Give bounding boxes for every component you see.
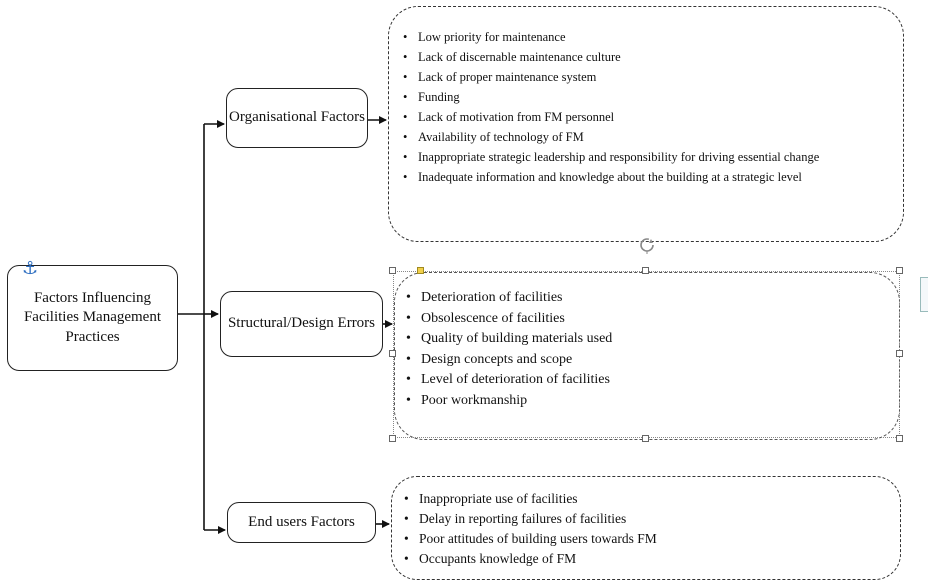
organisational-factors-box[interactable]: Organisational Factors — [226, 88, 368, 148]
list-item: Lack of motivation from FM personnel — [403, 107, 873, 127]
list-item: Quality of building materials used — [406, 329, 876, 350]
list-item: Occupants knowledge of FM — [404, 549, 884, 569]
list-item: Level of deterioration of facilities — [406, 370, 876, 391]
main-factors-label: Factors Influencing Facilities Managemen… — [23, 289, 162, 345]
structural-design-errors-list: Deterioration of facilities Obsolescence… — [406, 288, 876, 412]
structural-design-errors-box[interactable]: Structural/Design Errors — [220, 291, 383, 357]
resize-handle-top-right[interactable] — [896, 267, 903, 274]
list-item: Availability of technology of FM — [403, 127, 873, 147]
list-item: Funding — [403, 87, 873, 107]
adjust-handle[interactable] — [417, 267, 424, 274]
list-item: Design concepts and scope — [406, 350, 876, 371]
list-item: Lack of proper maintenance system — [403, 67, 873, 87]
resize-handle-bottom-left[interactable] — [389, 435, 396, 442]
organisational-factors-label: Organisational Factors — [229, 109, 365, 126]
list-item: Inadequate information and knowledge abo… — [403, 167, 873, 187]
end-users-factors-box[interactable]: End users Factors — [227, 502, 376, 543]
list-item: Poor attitudes of building users towards… — [404, 529, 884, 549]
anchor-icon[interactable]: ⚓ — [22, 258, 39, 279]
list-item: Lack of discernable maintenance culture — [403, 47, 873, 67]
list-item: Obsolescence of facilities — [406, 309, 876, 330]
organisational-factors-list: Low priority for maintenance Lack of dis… — [403, 27, 873, 187]
list-item: Inappropriate use of facilities — [404, 489, 884, 509]
end-users-factors-list: Inappropriate use of facilities Delay in… — [404, 489, 884, 569]
organisational-factors-list-box[interactable]: Low priority for maintenance Lack of dis… — [388, 6, 904, 242]
resize-handle-top[interactable] — [642, 267, 649, 274]
list-item: Poor workmanship — [406, 391, 876, 412]
resize-handle-left[interactable] — [389, 350, 396, 357]
resize-handle-right[interactable] — [896, 350, 903, 357]
list-item: Low priority for maintenance — [403, 27, 873, 47]
resize-handle-bottom-right[interactable] — [896, 435, 903, 442]
resize-handle-top-left[interactable] — [389, 267, 396, 274]
rotate-handle-icon[interactable] — [638, 236, 656, 254]
end-users-factors-list-box[interactable]: Inappropriate use of facilities Delay in… — [391, 476, 901, 580]
list-item: Delay in reporting failures of facilitie… — [404, 509, 884, 529]
end-users-factors-label: End users Factors — [248, 513, 355, 530]
list-item: Inappropriate strategic leadership and r… — [403, 147, 873, 167]
list-item: Deterioration of facilities — [406, 288, 876, 309]
resize-handle-bottom[interactable] — [642, 435, 649, 442]
layout-options-icon[interactable] — [920, 277, 928, 312]
main-factors-box[interactable]: Factors Influencing Facilities Managemen… — [7, 265, 178, 371]
structural-design-errors-label: Structural/Design Errors — [227, 315, 376, 332]
selection-frame — [393, 271, 900, 438]
